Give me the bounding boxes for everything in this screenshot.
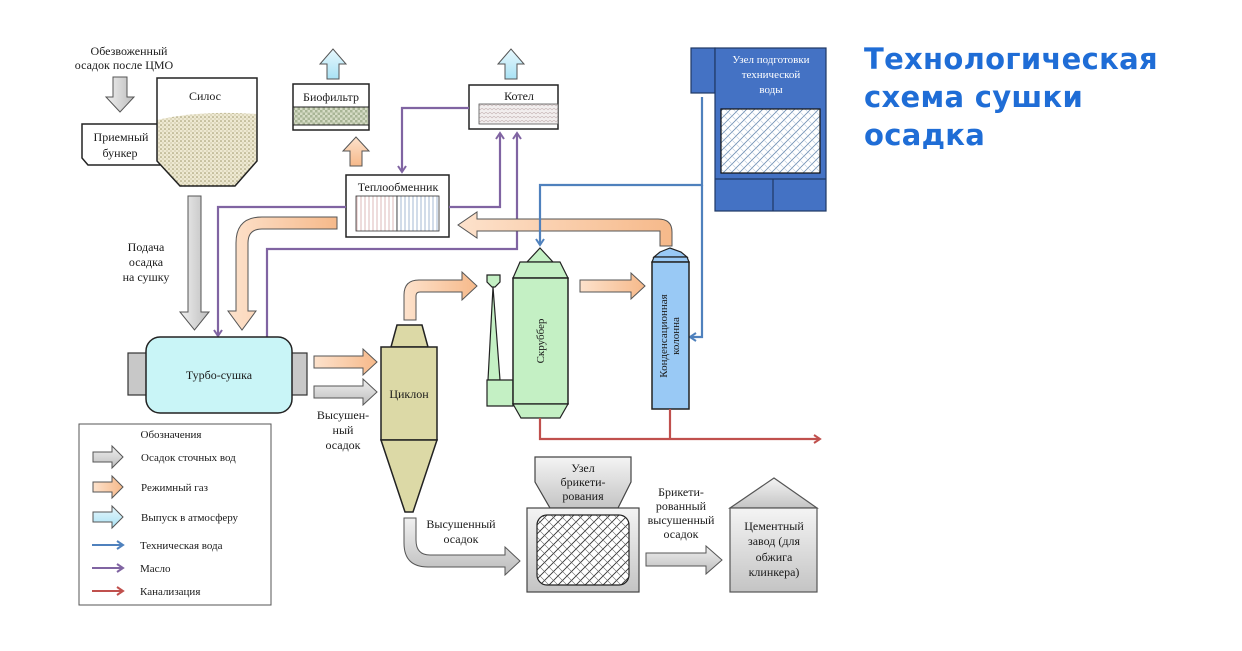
scrubber-label: Скруббер <box>535 318 547 363</box>
water-unit-label-line-2: технической <box>742 69 801 81</box>
biofilter-label: Биофильтр <box>303 90 359 104</box>
boiler: Котел <box>468 48 559 130</box>
legend-atmosphere-arrow-icon <box>92 504 124 530</box>
gas-to-biofilter-arrow-icon <box>341 136 371 167</box>
condenser-label-line-2: колонна <box>670 317 682 355</box>
legend-label-atmosphere: Выпуск в атмосферу <box>141 512 239 524</box>
turbo-dryer-label: Турбо-сушка <box>186 368 253 382</box>
input-sludge: Обезвоженный осадок после ЦМО <box>75 44 174 113</box>
dried-label-2-line-2: осадок <box>443 532 478 546</box>
condensation-column: Конденсационная колонна <box>651 247 690 410</box>
sludge-to-briquetting-arrow-icon <box>403 517 521 577</box>
briquetting-label-line-1: Узел <box>571 461 595 475</box>
briquetted-label-line-3: высушенный <box>648 513 715 527</box>
water-line-to-condenser <box>688 185 704 342</box>
dried-label-2-line-1: Высушенный <box>426 517 496 531</box>
input-label-line-2: осадок после ЦМО <box>75 58 174 72</box>
legend: Обозначения Осадок сточных вод Режимный … <box>78 423 272 606</box>
dried-label-1-line-2: ный <box>333 423 354 437</box>
sewer-lines <box>538 409 822 444</box>
dried-label-1-line-3: осадок <box>325 438 360 452</box>
briquetted-to-cement: Брикети- рованный высушенный осадок <box>645 485 723 576</box>
dried-label-1-line-1: Высушен- <box>317 408 369 422</box>
cement-label-line-3: обжига <box>756 550 793 564</box>
biofilter-exhaust-arrow-icon <box>318 48 348 80</box>
sewer-line-from-scrubber <box>538 418 822 444</box>
cyclone-label: Циклон <box>389 387 429 401</box>
water-unit-label-line-3: воды <box>759 84 783 96</box>
cement-label-line-2: завод (для <box>748 534 801 548</box>
water-line-to-scrubber <box>535 97 704 247</box>
briquetting-label-line-2: брикети- <box>560 475 605 489</box>
gas-cyclone-to-scrubber-arrow-icon <box>403 270 478 321</box>
dried-to-briquetting: Высушенный осадок <box>403 517 521 577</box>
oil-lines <box>213 106 522 338</box>
legend-label-sludge: Осадок сточных вод <box>141 452 236 464</box>
heat-exchanger-label: Теплообменник <box>358 180 439 194</box>
water-lines <box>535 97 704 342</box>
cyclone: Циклон <box>379 270 478 513</box>
silo: Силос <box>156 77 258 187</box>
briquetting-unit: Узел брикети- рования <box>526 456 640 593</box>
legend-title: Обозначения <box>141 429 202 441</box>
oil-line-exchanger-to-dryer <box>213 205 346 338</box>
cement-plant: Цементный завод (для обжига клинкера) <box>728 477 819 593</box>
gas-return-bend-arrow-icon <box>227 216 338 331</box>
briquetted-label-line-2: рованный <box>656 499 707 513</box>
legend-label-gas: Режимный газ <box>141 482 208 494</box>
page-title-line-1: Технологическая <box>864 42 1158 76</box>
legend-sludge-arrow-icon <box>92 444 124 470</box>
gas-to-exchanger-arrow-icon <box>457 211 673 247</box>
dryer-to-cyclone: Высушен- ный осадок <box>313 347 378 452</box>
boiler-exhaust-arrow-icon <box>496 48 526 80</box>
cement-label-line-4: клинкера) <box>749 565 800 579</box>
oil-line-boiler-to-exchanger <box>397 106 469 174</box>
oil-line-exchanger-to-boiler <box>449 131 505 209</box>
sludge-to-cyclone-arrow-icon <box>313 377 378 407</box>
page-title: Технологическая схема сушки осадка <box>864 40 1224 154</box>
input-label-line-1: Обезвоженный <box>91 44 168 58</box>
condenser-label-line-1: Конденсационная <box>658 294 670 377</box>
silo-label: Силос <box>189 89 221 103</box>
briquetted-label-line-1: Брикети- <box>658 485 704 499</box>
feed-label-line-2: осадка <box>129 255 164 269</box>
gas-to-cyclone-arrow-icon <box>313 347 378 377</box>
receiving-hopper: Приемный бункер <box>81 123 161 166</box>
feed-label-line-3: на сушку <box>123 270 170 284</box>
hopper-label-line-1: Приемный <box>94 130 149 144</box>
briquetting-label-line-3: рования <box>562 489 604 503</box>
hopper-label-line-2: бункер <box>103 146 138 160</box>
heat-exchanger: Теплообменник <box>345 174 450 238</box>
biofilter: Биофильтр <box>292 48 371 167</box>
legend-label-sewer: Канализация <box>140 586 200 598</box>
gas-return <box>227 211 673 331</box>
page-title-line-3: осадка <box>864 118 986 152</box>
gas-scrubber-to-condenser-arrow-icon <box>579 271 646 301</box>
cement-label-line-1: Цементный <box>744 519 804 533</box>
turbo-dryer: Турбо-сушка <box>127 336 308 414</box>
water-treatment-unit: Узел подготовки технической воды <box>690 47 827 212</box>
briquetted-label-line-4: осадок <box>663 527 698 541</box>
legend-gas-arrow-icon <box>92 474 124 500</box>
sludge-arrow-down-icon <box>104 76 136 113</box>
oil-line-dryer-to-boiler <box>265 131 522 338</box>
feed-label-line-1: Подача <box>128 240 165 254</box>
water-unit-label-line-1: Узел подготовки <box>732 54 809 66</box>
briquettes-to-cement-arrow-icon <box>645 544 723 576</box>
sludge-feed-arrow-icon <box>178 195 211 331</box>
legend-label-water: Техническая вода <box>140 540 223 552</box>
feed-arrow: Подача осадка на сушку <box>123 195 211 331</box>
legend-label-oil: Масло <box>140 563 171 575</box>
boiler-label: Котел <box>504 89 534 103</box>
scrubber: Скруббер <box>486 247 646 419</box>
page-title-line-2: схема сушки <box>864 80 1084 114</box>
